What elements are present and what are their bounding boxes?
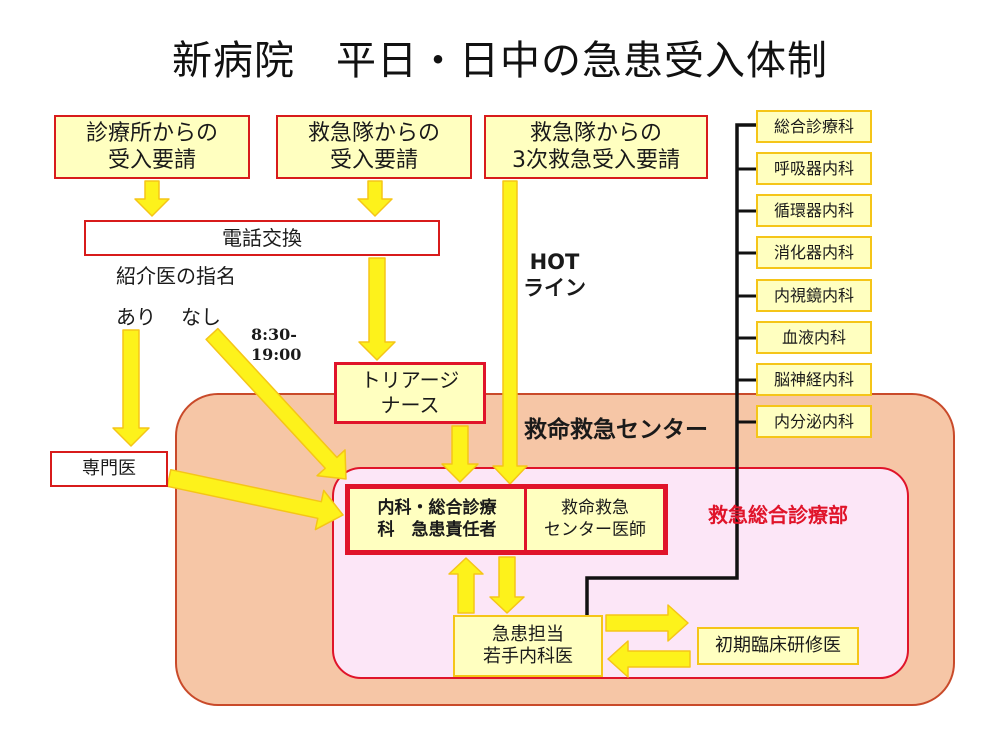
arrow-referral-no-to-chief — [205, 327, 347, 480]
phone-exchange-box: 電話交換 — [84, 220, 440, 256]
department-item: 呼吸器内科 — [756, 152, 872, 185]
tertiary-request-box: 救急隊からの 3次救急受入要請 — [484, 115, 708, 179]
arrow-young-to-residents — [605, 604, 689, 642]
department-item: 血液内科 — [756, 321, 872, 354]
residents-box: 初期臨床研修医 — [697, 627, 859, 665]
hours-label: 8:30- 19:00 — [251, 325, 302, 364]
ambulance-request-box: 救急隊からの 受入要請 — [276, 115, 472, 179]
referral-heading: 紹介医の指名 — [116, 264, 236, 288]
department-item: 内視鏡内科 — [756, 279, 872, 312]
young-internist-box: 急患担当 若手内科医 — [453, 615, 603, 677]
arrow-referral-yes-to-specialist — [112, 329, 150, 447]
center-doctor-cell: 救命救急 センター医師 — [524, 489, 663, 550]
arrow-chief-to-young — [489, 556, 525, 614]
arrow-triage-to-chief — [441, 425, 479, 483]
arrow-specialist-to-chief — [166, 468, 344, 531]
department-ticks — [737, 167, 756, 424]
specialist-box: 専門医 — [50, 451, 168, 487]
department-item: 内分泌内科 — [756, 405, 872, 438]
department-item: 消化器内科 — [756, 236, 872, 269]
flow-arrows — [112, 180, 691, 678]
hotline-label: HOT ライン — [523, 250, 586, 301]
chief-internist-cell: 内科・総合診療 科 急患責任者 — [377, 498, 497, 540]
triage-nurse-box: トリアージ ナース — [334, 362, 486, 424]
clinic-request-box: 診療所からの 受入要請 — [54, 115, 250, 179]
department-item: 循環器内科 — [756, 194, 872, 227]
department-item: 脳神経内科 — [756, 363, 872, 396]
page-title: 新病院 平日・日中の急患受入体制 — [172, 38, 828, 84]
arrow-residents-to-young — [607, 640, 691, 678]
referral-no-label: なし — [181, 305, 221, 329]
arrow-clinic-to-exchange — [134, 180, 170, 217]
department-connector-line — [585, 123, 756, 615]
on-call-box: 内科・総合診療 科 急患責任者 救命救急 センター医師 — [345, 484, 668, 555]
department-item: 総合診療科 — [756, 110, 872, 143]
arrow-hotline-to-chief — [492, 180, 528, 485]
emergency-center-label: 救命救急センター — [524, 417, 708, 443]
arrow-young-to-chief — [448, 557, 484, 614]
arrow-ambulance-to-exchange — [357, 180, 393, 217]
general-dept-label: 救急総合診療部 — [708, 503, 848, 527]
referral-yes-label: あり — [116, 305, 156, 329]
arrow-exchange-to-triage — [358, 257, 396, 361]
